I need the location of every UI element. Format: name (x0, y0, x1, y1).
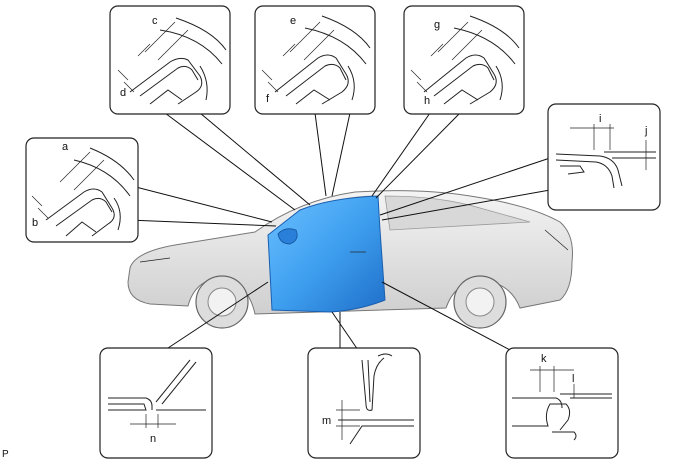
detail-panel-ef: e f (254, 5, 376, 115)
label-n: n (150, 433, 156, 445)
front-door (267, 195, 386, 313)
label-d: d (120, 87, 126, 99)
label-k: k (541, 353, 547, 365)
label-b: b (32, 217, 38, 229)
door-mirror (277, 228, 298, 245)
leader-lines (127, 112, 551, 351)
detail-panel-n: n (99, 347, 213, 459)
label-f: f (266, 93, 270, 105)
car-illustration (127, 190, 573, 329)
label-g: g (434, 19, 440, 31)
label-m: m (322, 415, 331, 427)
label-c: c (152, 15, 158, 27)
detail-panel-gh: g h (403, 5, 525, 115)
label-l: l (572, 373, 574, 385)
detail-panel-ij: i j (547, 103, 661, 211)
label-h: h (424, 95, 430, 107)
label-e: e (290, 15, 296, 27)
detail-panel-ab: a b (25, 137, 139, 243)
detail-panel-kl: k l (505, 347, 619, 459)
detail-panel-cd: c d (109, 5, 231, 115)
label-a: a (62, 141, 69, 153)
label-j: j (644, 125, 647, 137)
figure-code: P (2, 449, 9, 460)
detail-panel-m: m (307, 347, 421, 459)
label-i: i (599, 113, 601, 125)
